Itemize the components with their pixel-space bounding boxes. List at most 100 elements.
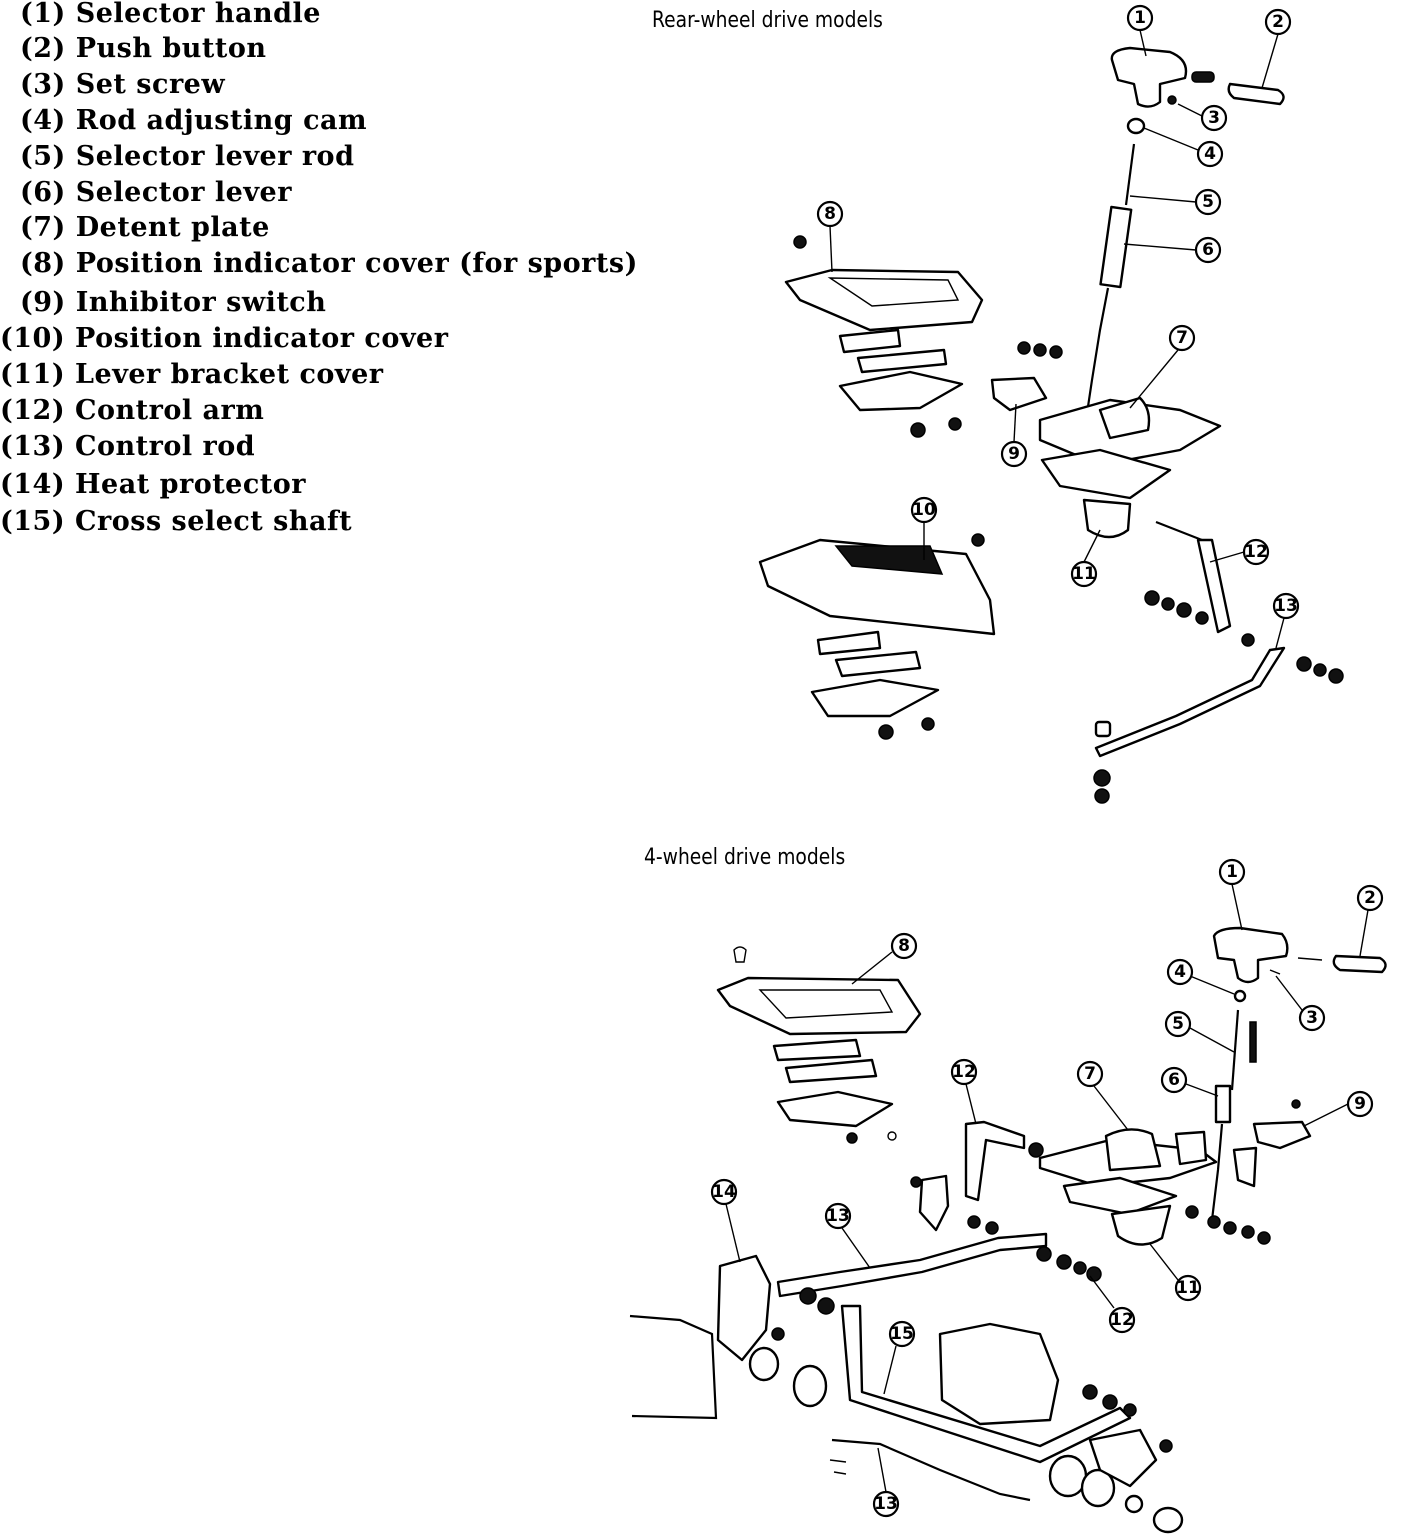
fourwd-indicator-cover xyxy=(716,976,922,1036)
fourwd-callout-6-label: 6 xyxy=(1168,1070,1180,1090)
rear-callout-11-label: 11 xyxy=(1072,564,1096,584)
fourwd-control-rod-upper xyxy=(776,1232,1048,1298)
fourwd-callout-11 xyxy=(1174,1274,1202,1302)
rear-callout-13 xyxy=(1272,592,1300,620)
fourwd-callouts: 1 2 3 4 5 6 7 8 9 11 12 12 13 13 14 15 xyxy=(710,858,1384,1518)
rear-callout-12-label: 12 xyxy=(1244,542,1268,562)
fourwd-callout-13b-label: 13 xyxy=(874,1494,898,1514)
legend-item-8: (8) Position indicator cover (for sports… xyxy=(20,248,638,279)
rear-spring xyxy=(1191,71,1215,83)
rear-callout-9-label: 9 xyxy=(1008,444,1020,464)
rear-callout-1-label: 1 xyxy=(1134,8,1146,28)
fourwd-callout-12a xyxy=(950,1058,978,1086)
fourwd-callout-2 xyxy=(1356,884,1384,912)
fourwd-control-rod-lower xyxy=(831,1438,1031,1502)
rear-callout-5 xyxy=(1194,188,1222,216)
fourwd-callout-12b-label: 12 xyxy=(1110,1310,1134,1330)
legend-item-1: (1) Selector handle xyxy=(20,0,321,29)
fourwd-callout-13a xyxy=(824,1202,852,1230)
fourwd-callout-8 xyxy=(890,932,918,960)
rear-callout-10 xyxy=(910,496,938,524)
rear-callout-7 xyxy=(1168,324,1196,352)
rear-callout-5-label: 5 xyxy=(1202,192,1214,212)
legend-item-3: (3) Set screw xyxy=(20,69,226,100)
rear-selector-handle xyxy=(1110,46,1188,108)
fourwd-callout-14 xyxy=(710,1178,738,1206)
rear-lever-bracket-cover xyxy=(1082,498,1132,539)
rear-callout-4 xyxy=(1196,140,1224,168)
fourwd-adjusting-cam xyxy=(1233,989,1247,1003)
rear-adjusting-cam xyxy=(1126,117,1146,135)
fourwd-callout-9-label: 9 xyxy=(1354,1094,1366,1114)
fourwd-callout-13a-label: 13 xyxy=(826,1206,850,1226)
fourwd-selector-handle xyxy=(1212,926,1289,984)
rear-callout-4-label: 4 xyxy=(1204,144,1216,164)
rear-assembly xyxy=(758,46,1344,804)
legend-item-13: (13) Control rod xyxy=(0,431,256,462)
rear-callout-9 xyxy=(1000,440,1028,468)
fourwd-transmission-bracket xyxy=(938,1322,1060,1426)
rear-callout-11 xyxy=(1070,560,1098,588)
fourwd-selector-rod xyxy=(1230,1009,1240,1091)
rear-callout-8 xyxy=(816,200,844,228)
fourwd-lever-bracket-cover xyxy=(1110,1204,1172,1246)
legend-item-9: (9) Inhibitor switch xyxy=(20,287,327,318)
rear-callout-7-label: 7 xyxy=(1176,328,1188,348)
fourwd-callout-12b xyxy=(1108,1306,1136,1334)
fourwd-cross-select-shaft xyxy=(840,1304,1132,1464)
rear-callout-3-label: 3 xyxy=(1208,108,1220,128)
fourwd-callout-3-label: 3 xyxy=(1306,1008,1318,1028)
fourwd-callout-14-label: 14 xyxy=(712,1182,736,1202)
rear-control-rod xyxy=(1094,646,1286,758)
rear-callout-8-label: 8 xyxy=(824,204,836,224)
rear-bracket-base xyxy=(1040,448,1172,500)
legend-item-10: (10) Position indicator cover xyxy=(0,323,449,354)
legend-item-14: (14) Heat protector xyxy=(0,469,306,500)
fourwd-callout-15 xyxy=(888,1320,916,1348)
fourwd-callout-7 xyxy=(1076,1060,1104,1088)
legend-item-7: (7) Detent plate xyxy=(20,212,270,243)
rear-wheel-drive-title: Rear-wheel drive models xyxy=(652,8,883,33)
fourwd-selector-lever xyxy=(1214,1084,1232,1124)
rear-lever-shaft xyxy=(1084,287,1110,421)
fourwd-assembly xyxy=(629,926,1387,1534)
rear-callout-12 xyxy=(1242,538,1270,566)
legend-item-11: (11) Lever bracket cover xyxy=(0,359,384,390)
fourwd-callout-5 xyxy=(1164,1010,1192,1038)
rear-callout-1 xyxy=(1126,4,1154,32)
rear-callout-3 xyxy=(1200,104,1228,132)
fourwd-callout-6 xyxy=(1160,1066,1188,1094)
fourwd-callout-8-label: 8 xyxy=(898,936,910,956)
rear-push-button xyxy=(1227,82,1285,106)
rear-selector-lever xyxy=(1099,205,1133,289)
rear-sports-indicator-cover xyxy=(784,268,984,332)
legend-item-15: (15) Cross select shaft xyxy=(0,506,353,537)
rear-callout-10-label: 10 xyxy=(912,500,936,520)
rear-callout-2 xyxy=(1264,8,1292,36)
rear-inhibitor-switch xyxy=(990,376,1048,412)
fourwd-callout-1-label: 1 xyxy=(1226,862,1238,882)
legend-item-5: (5) Selector lever rod xyxy=(20,141,355,172)
legend-item-6: (6) Selector lever xyxy=(20,177,292,208)
fourwd-callout-12a-label: 12 xyxy=(952,1062,976,1082)
fourwd-push-button xyxy=(1332,954,1387,974)
rear-set-screw xyxy=(1167,95,1177,105)
fourwd-callout-5-label: 5 xyxy=(1172,1014,1184,1034)
rear-selector-rod xyxy=(1124,143,1136,206)
rear-callout-13-label: 13 xyxy=(1274,596,1298,616)
four-wheel-drive-title: 4-wheel drive models xyxy=(644,845,846,870)
fourwd-callout-11-label: 11 xyxy=(1176,1278,1200,1298)
fourwd-spring xyxy=(1249,1021,1257,1063)
fourwd-callout-15-label: 15 xyxy=(890,1324,914,1344)
fourwd-callout-2-label: 2 xyxy=(1364,888,1376,908)
legend-item-12: (12) Control arm xyxy=(0,395,265,426)
fourwd-callout-13b xyxy=(872,1490,900,1518)
fourwd-callout-1 xyxy=(1218,858,1246,886)
rear-callouts: 1 2 3 4 5 6 7 8 9 10 11 12 13 xyxy=(816,4,1300,649)
fourwd-heat-protector xyxy=(716,1254,772,1362)
fourwd-callout-3 xyxy=(1298,1004,1326,1032)
fourwd-inhibitor-switch xyxy=(1252,1120,1312,1150)
rear-callout-6-label: 6 xyxy=(1202,240,1214,260)
fourwd-control-arm xyxy=(964,1120,1026,1202)
